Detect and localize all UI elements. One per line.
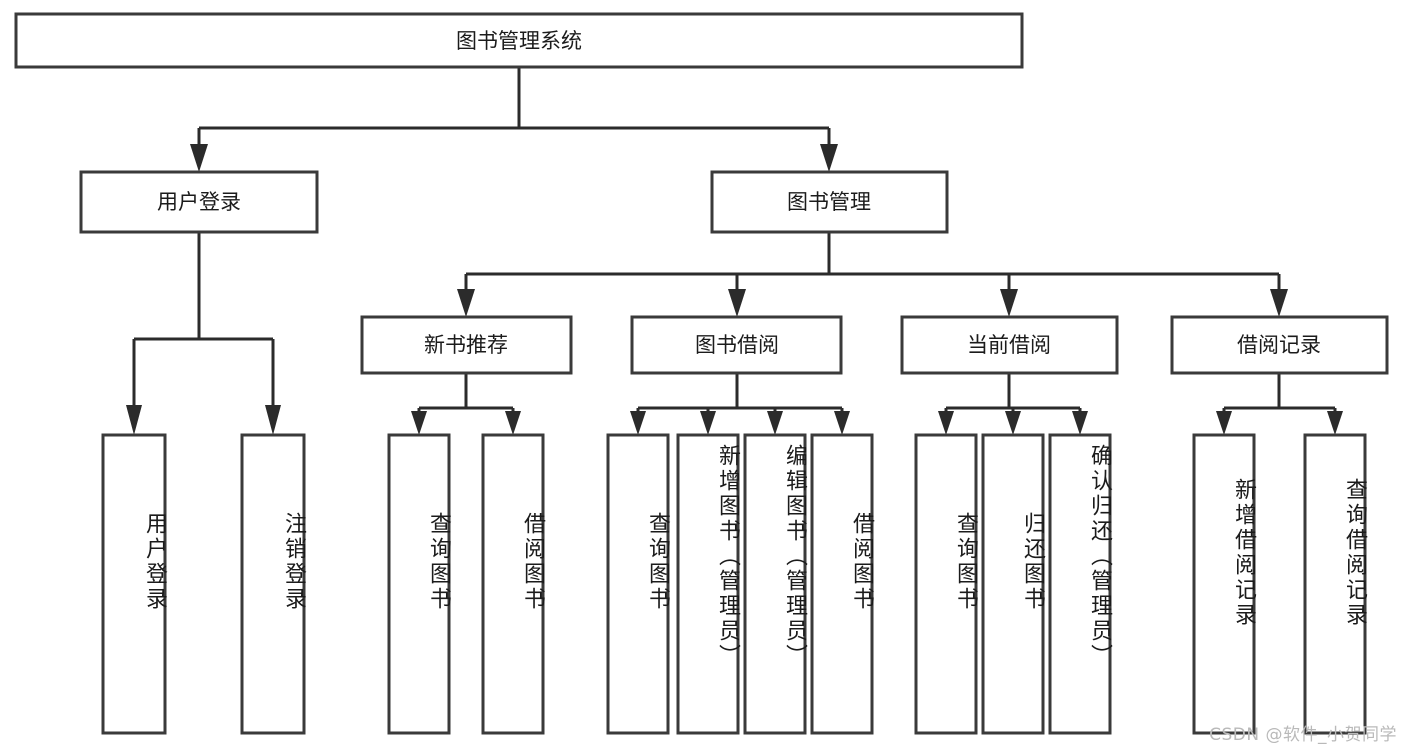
node-new-book-recommend-label: 新书推荐	[424, 333, 508, 357]
connector-group-new-book-recommend	[411, 373, 521, 435]
node-book-manage-box[interactable]	[710, 170, 949, 234]
arrow-head-current-borrow	[1000, 289, 1018, 317]
connector-group-book-manage	[457, 232, 1288, 317]
arrow-head-new-book-recommend	[457, 289, 475, 317]
arrow-head-leaf-edit-book	[767, 411, 783, 435]
leaf-confirm-return-box[interactable]	[1048, 433, 1112, 735]
node-root-label: 图书管理系统	[456, 29, 582, 53]
leaf-return-book-box[interactable]	[981, 433, 1045, 735]
node-user-login-label: 用户登录	[157, 190, 241, 214]
arrow-head-leaf-query-book-2	[630, 411, 646, 435]
arrow-head-leaf-user-login	[126, 405, 142, 435]
arrow-head-leaf-borrow-book-1	[505, 411, 521, 435]
node-user-login[interactable]: 用户登录	[79, 170, 319, 234]
arrow-head-leaf-borrow-book-2	[834, 411, 850, 435]
leaf-user-logout-box[interactable]	[240, 433, 306, 735]
arrow-head-leaf-query-book-1	[411, 411, 427, 435]
node-borrow-record-box[interactable]	[1170, 315, 1389, 375]
leaf-query-book-1-box[interactable]	[387, 433, 451, 735]
node-root-box[interactable]	[14, 12, 1024, 69]
arrow-head-leaf-add-record	[1216, 411, 1232, 435]
node-book-manage[interactable]: 图书管理	[710, 170, 949, 234]
node-new-book-recommend[interactable]: 新书推荐	[360, 315, 573, 375]
node-book-borrow-box[interactable]	[630, 315, 843, 375]
node-new-book-recommend-box[interactable]	[360, 315, 573, 375]
node-current-borrow[interactable]: 当前借阅	[900, 315, 1119, 375]
arrow-head-book-borrow	[728, 289, 746, 317]
arrow-head-leaf-query-book-3	[938, 411, 954, 435]
node-user-login-box[interactable]	[79, 170, 319, 234]
arrow-head-leaf-add-book	[700, 411, 716, 435]
arrow-head-leaf-return-book	[1005, 411, 1021, 435]
csdn-watermark: CSDN @软件_小贺同学	[1209, 725, 1397, 745]
connector-group-book-borrow	[630, 373, 850, 435]
node-borrow-record-label: 借阅记录	[1237, 333, 1321, 357]
arrow-head-leaf-confirm-return	[1072, 411, 1088, 435]
connector-group-current-borrow	[938, 373, 1088, 435]
node-book-borrow-label: 图书借阅	[695, 333, 779, 357]
leaf-query-record-box[interactable]	[1303, 433, 1367, 735]
leaf-borrow-book-1-box[interactable]	[481, 433, 545, 735]
node-root[interactable]: 图书管理系统	[14, 12, 1024, 69]
leaf-edit-book-box[interactable]	[743, 433, 807, 735]
node-book-manage-label: 图书管理	[787, 190, 871, 214]
leaf-add-book-box[interactable]	[676, 433, 740, 735]
leaf-user-login-box[interactable]	[101, 433, 167, 735]
leaf-box-group	[101, 433, 1367, 735]
connector-group-borrow-record	[1216, 373, 1343, 435]
node-borrow-record[interactable]: 借阅记录	[1170, 315, 1389, 375]
node-current-borrow-box[interactable]	[900, 315, 1119, 375]
arrow-head-borrow-record	[1270, 289, 1288, 317]
node-current-borrow-label: 当前借阅	[967, 333, 1051, 357]
leaf-query-book-2-box[interactable]	[606, 433, 670, 735]
arrow-head-leaf-user-logout	[265, 405, 281, 435]
leaf-borrow-book-2-box[interactable]	[810, 433, 874, 735]
leaf-add-record-box[interactable]	[1192, 433, 1256, 735]
node-book-borrow[interactable]: 图书借阅	[630, 315, 843, 375]
arrow-head-leaf-query-record	[1327, 411, 1343, 435]
connector-group-root	[190, 67, 838, 172]
connector-group-user-login	[126, 232, 281, 435]
arrow-head-user-login	[190, 144, 208, 172]
leaf-query-book-3-box[interactable]	[914, 433, 978, 735]
arrow-head-book-manage	[820, 144, 838, 172]
